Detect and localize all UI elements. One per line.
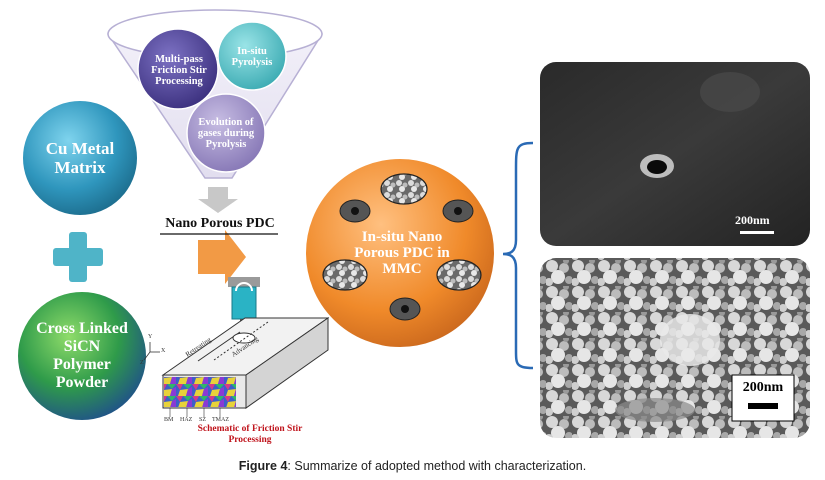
sem-bottom-scale-label: 200nm [742,380,784,395]
axis-y-label: Y [148,334,153,340]
multipass-fsp-label: Multi-pass Friction Stir Processing [151,53,207,87]
insitu-pyrolysis-label: In-situ Pyrolysis [231,46,273,68]
insitu-pyrolysis-circle [217,21,287,91]
cu-matrix-label: Cu Metal Matrix [45,139,115,177]
axis-z-label: Z [140,360,144,366]
nano-porous-title: Nano Porous PDC [165,216,275,231]
figure-caption: Figure 4: Summarize of adopted method wi… [0,459,825,473]
zone-sz-label: SZ [199,417,207,423]
zone-haz-label: HAZ [180,417,193,423]
zone-tmaz-label: TMAZ [212,417,229,423]
fsp-schematic [143,277,330,417]
sem-image-top [540,62,810,246]
cu-matrix-circle [21,99,139,217]
sem-image-bottom [540,258,810,438]
zone-bm-label: BM [164,417,174,423]
evolution-gases-label: Evolution of gases during Pyrolysis [197,116,255,150]
figure-caption-prefix: Figure 4 [238,459,288,473]
bracket [502,141,534,370]
down-arrow-icon [198,187,238,213]
plus-icon [53,232,103,282]
right-arrow-icon [198,230,246,284]
funnel-rim [107,9,323,59]
insitu-mmc-label: In-situ Nano Porous PDC in MMC [354,229,450,277]
sem-top-scale-label: 200nm [735,213,770,227]
diagram-canvas [16,9,810,438]
fsp-schematic-caption: Schematic of Friction Stir Processing [197,424,303,445]
mmc-pores [322,173,482,321]
axis-x-label: X [161,348,166,354]
sicn-powder-label: Cross Linked SiCN Polymer Powder [36,320,128,391]
multipass-fsp-circle [137,28,219,110]
figure-caption-text: : Summarize of adopted method with chara… [287,459,587,473]
evolution-gases-circle [186,93,266,173]
